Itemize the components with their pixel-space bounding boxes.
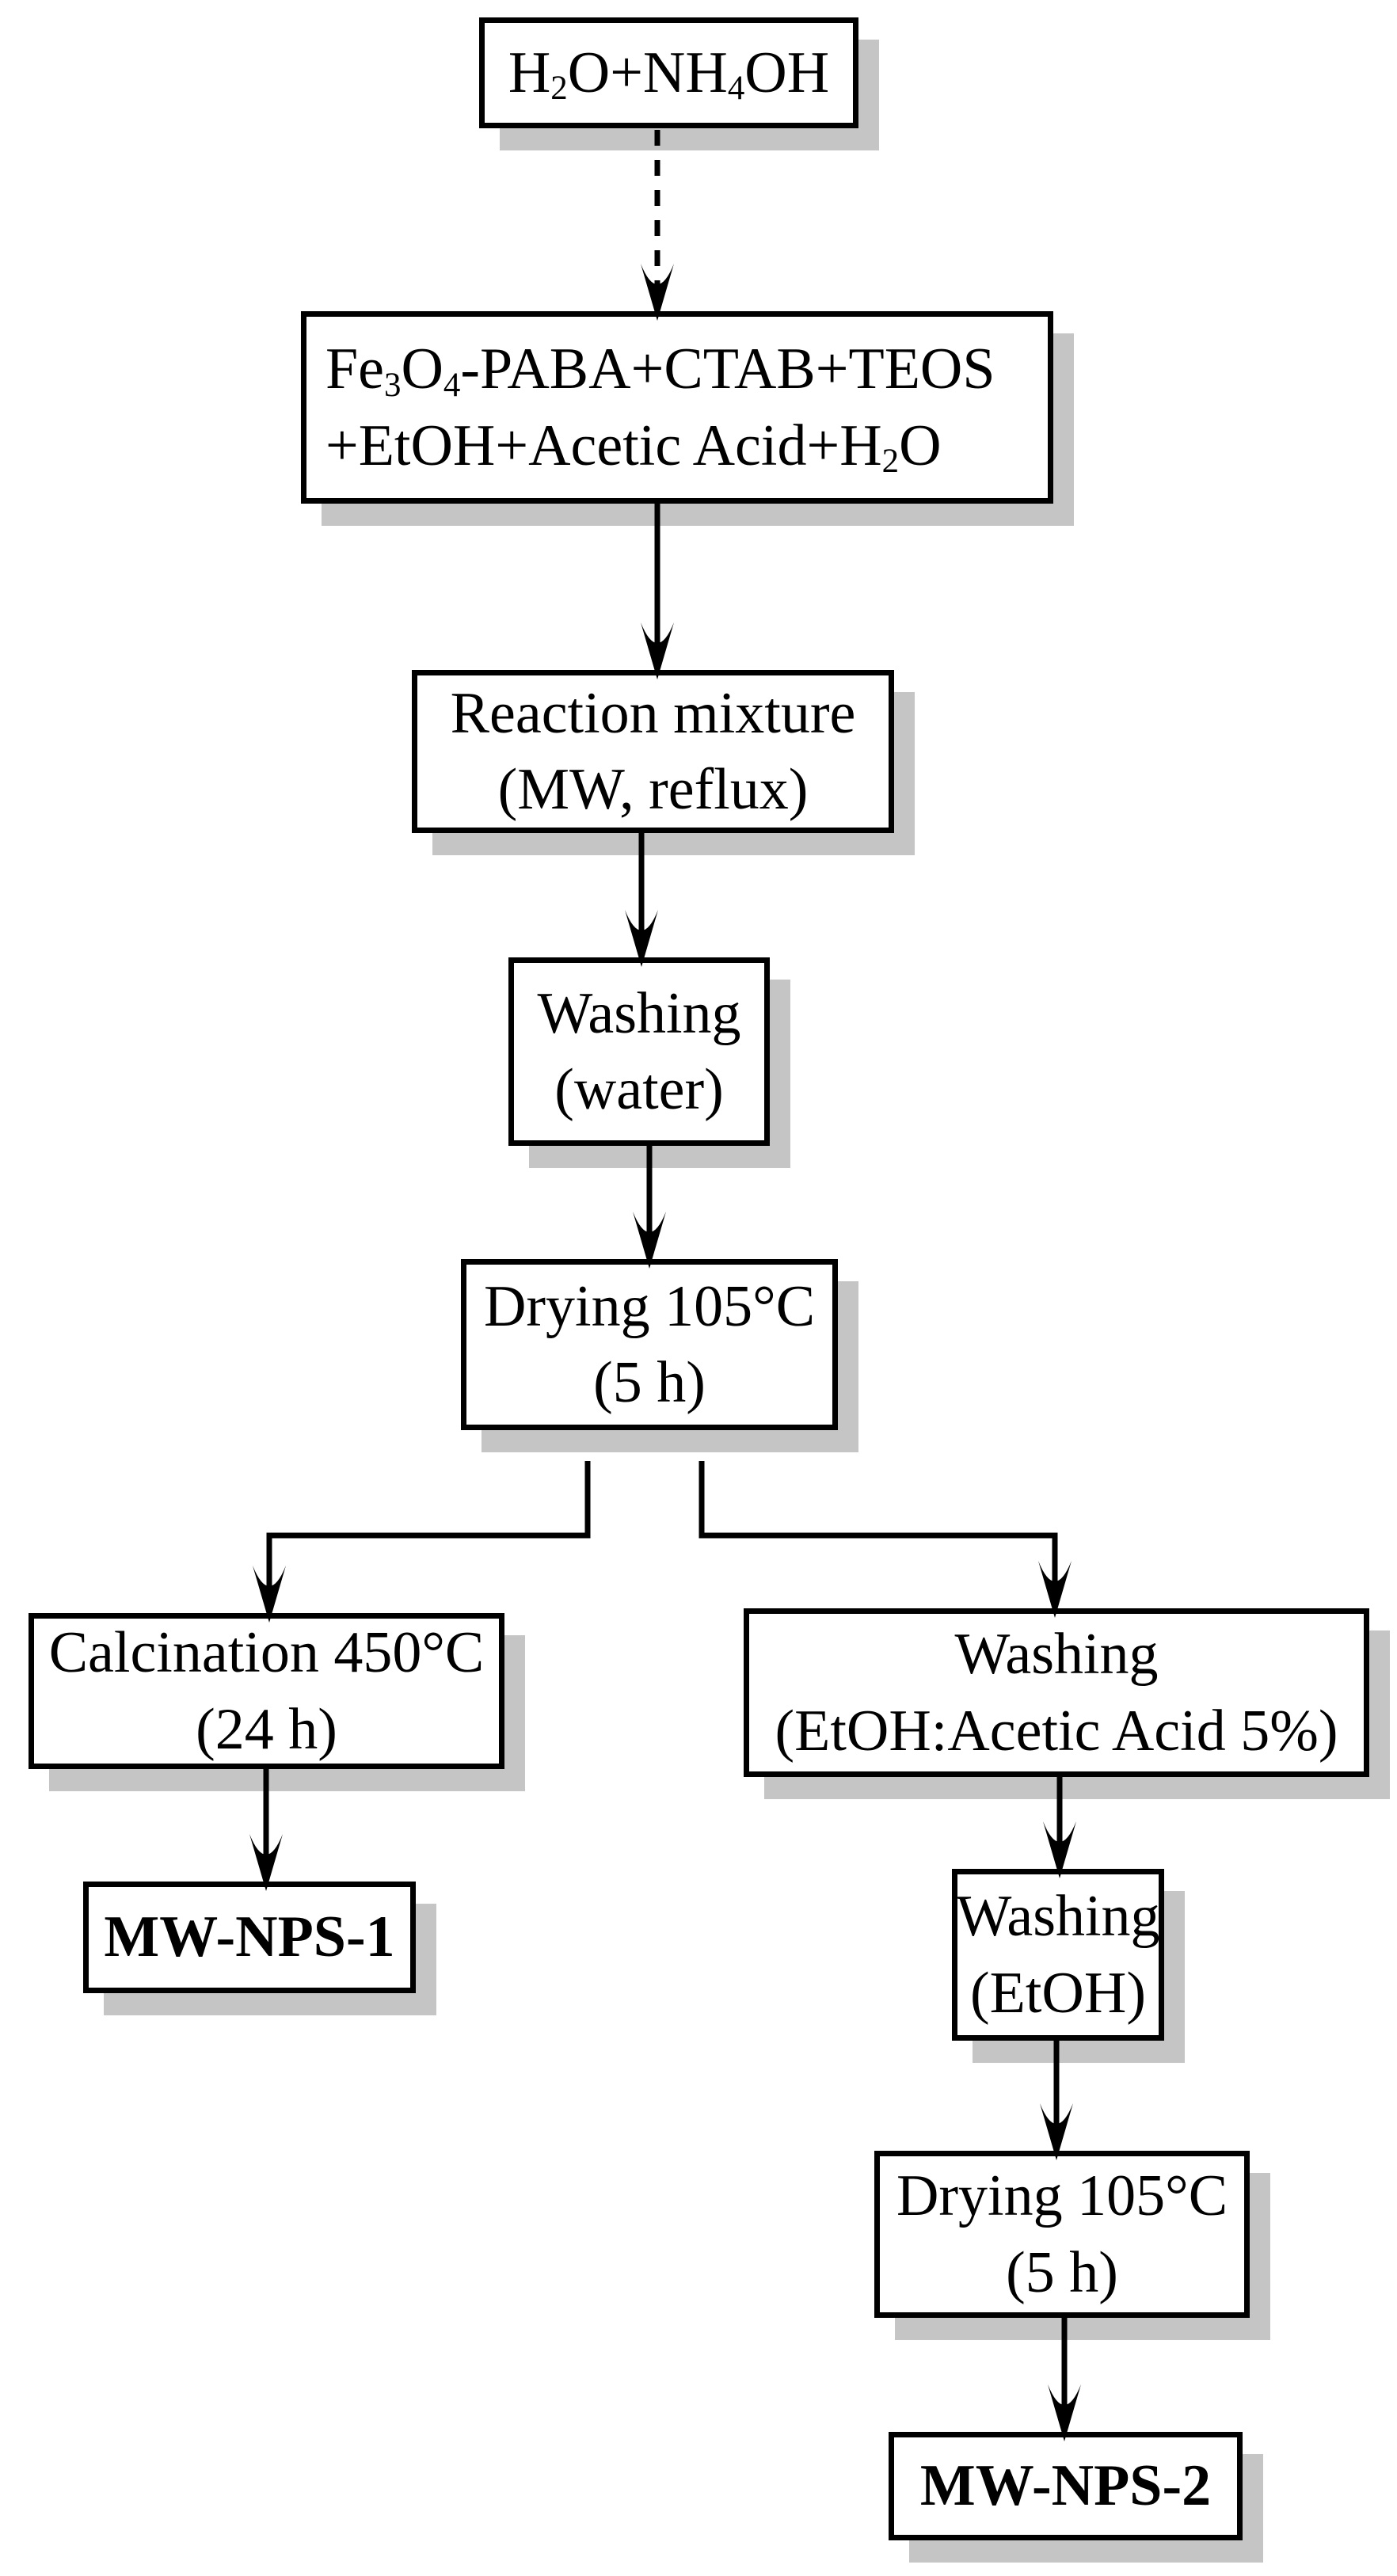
edge-reaction-to-washing-water [625,833,658,967]
node-reaction-mixture: Reaction mixture (MW, reflux) [412,670,894,833]
node-text-line: (24 h) [196,1696,337,1762]
node-text-line: Washing [956,1884,1160,1950]
node-text-line: Reaction mixture [450,680,856,746]
edge-drying-2-to-mw-nps-2 [1048,2318,1081,2441]
edge-washing-water-to-drying-1 [633,1146,666,1269]
node-drying-1: Drying 105°C (5 h) [461,1259,838,1430]
node-text-line: (MW, reflux) [497,757,809,822]
node-text-line: Washing [954,1622,1159,1688]
node-seed-solution: H2O+NH4OH [479,17,858,128]
node-text-line: H2O+NH4OH [508,40,830,108]
node-text-line: +EtOH+Acetic Acid+H2O [325,413,942,480]
node-washing-etoh-acetic-acid: Washing (EtOH:Acetic Acid 5%) [744,1608,1369,1777]
node-text-line: Fe3O4-PABA+CTAB+TEOS [325,337,995,404]
node-precursor-mixture: Fe3O4-PABA+CTAB+TEOS +EtOH+Acetic Acid+H… [301,311,1053,504]
edge-drying-1-to-washing-etoh-acetic [698,1461,1072,1618]
node-washing-water: Washing (water) [508,957,770,1146]
node-calcination: Calcination 450°C (24 h) [29,1613,504,1769]
branch-connector-right [698,1461,1058,1583]
node-text-line: (EtOH) [970,1960,1146,2026]
edge-washing-etoh-to-drying-2 [1040,2041,1073,2160]
node-washing-etoh: Washing (EtOH) [952,1869,1164,2041]
node-text-line: Washing [537,980,741,1046]
edge-calcination-to-mw-nps-1 [249,1769,283,1891]
node-text-line: Calcination 450°C [48,1620,485,1686]
edge-seed-to-precursor [641,130,674,321]
node-text-line: (5 h) [1006,2239,1118,2305]
node-product-mw-nps-1: MW-NPS-1 [83,1882,416,1993]
edge-washing-etoh-acetic-to-washing-etoh [1043,1777,1076,1878]
node-text-line: (5 h) [593,1350,706,1415]
node-drying-2: Drying 105°C (5 h) [874,2151,1250,2318]
branch-connector-left [266,1461,591,1588]
node-text-line: MW-NPS-1 [104,1904,395,1970]
edge-drying-1-to-calcination [253,1461,591,1623]
edge-precursor-to-reaction [641,504,674,679]
node-text-line: Drying 105°C [896,2163,1228,2229]
node-text-line: MW-NPS-2 [919,2453,1212,2519]
node-product-mw-nps-2: MW-NPS-2 [889,2432,1243,2540]
node-text-line: Drying 105°C [483,1273,816,1339]
node-text-line: (EtOH:Acetic Acid 5%) [775,1698,1338,1764]
node-text-line: (water) [554,1057,724,1122]
